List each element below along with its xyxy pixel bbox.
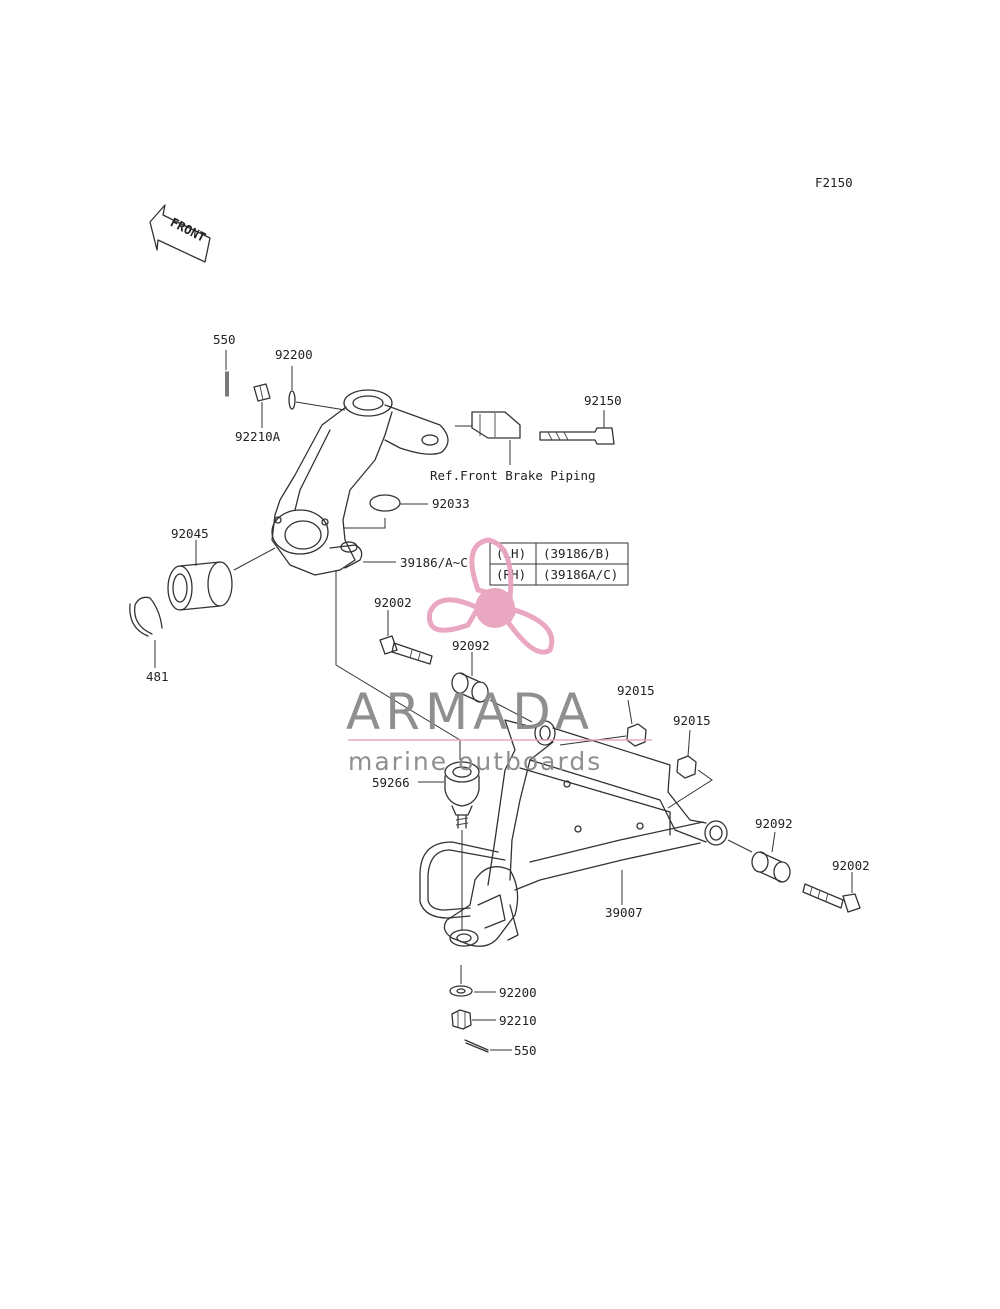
label-92092-right: 92092 [755, 816, 793, 831]
bushing-92092-left [451, 652, 533, 723]
label-92092-left: 92092 [452, 638, 490, 653]
ref-note: Ref.Front Brake Piping [430, 468, 596, 483]
label-550-bottom: 550 [514, 1043, 537, 1058]
watermark-tagline: marine outboards [348, 747, 602, 776]
label-92002-left: 92002 [374, 595, 412, 610]
label-92210A: 92210A [235, 429, 281, 444]
washer-top [288, 366, 346, 411]
front-arrow-icon: FRONT [149, 204, 211, 263]
label-92015-right: 92015 [673, 713, 711, 728]
watermark-brand: ARMADA [346, 683, 594, 741]
label-92210: 92210 [499, 1013, 537, 1028]
cotter-pin-bottom [464, 1039, 512, 1053]
label-92002-right: 92002 [832, 858, 870, 873]
label-39186: 39186/A~C [400, 555, 468, 570]
armada-watermark: ARMADA marine outboards [346, 537, 652, 776]
label-92015-left: 92015 [617, 683, 655, 698]
bushing-92092-right [727, 831, 791, 883]
bolt-92150 [539, 410, 615, 445]
o-ring-92033 [369, 494, 428, 512]
figure-code: F2150 [815, 175, 853, 190]
nut-92015-right [667, 729, 713, 809]
propeller-logo-icon [427, 537, 555, 655]
label-92150: 92150 [584, 393, 622, 408]
label-550-top: 550 [213, 332, 236, 347]
front-label: FRONT [168, 214, 208, 244]
label-481: 481 [146, 669, 169, 684]
bearing-92045 [167, 540, 276, 611]
bolt-92002-right [802, 872, 861, 913]
steering-knuckle [271, 389, 449, 576]
variant-table: (LH) (39186/B) (RH) (39186A/C) [489, 542, 629, 586]
cotter-pin-top [225, 350, 229, 397]
variant-part-lh: (39186/B) [543, 546, 611, 561]
castle-nut-top [253, 383, 271, 428]
castle-nut-bottom [451, 1009, 496, 1030]
washer-bottom [449, 965, 496, 997]
brake-caliper-bracket [455, 411, 521, 439]
circlip-481 [129, 596, 163, 668]
variant-part-rh: (39186A/C) [543, 567, 618, 582]
label-92200-top: 92200 [275, 347, 313, 362]
bolt-92002-left [379, 610, 433, 665]
label-92200-bottom: 92200 [499, 985, 537, 1000]
ball-joint-59266 [418, 761, 480, 930]
label-39007: 39007 [605, 905, 643, 920]
label-92033: 92033 [432, 496, 470, 511]
label-59266: 59266 [372, 775, 410, 790]
a-arm-39007 [419, 719, 728, 947]
label-92045: 92045 [171, 526, 209, 541]
